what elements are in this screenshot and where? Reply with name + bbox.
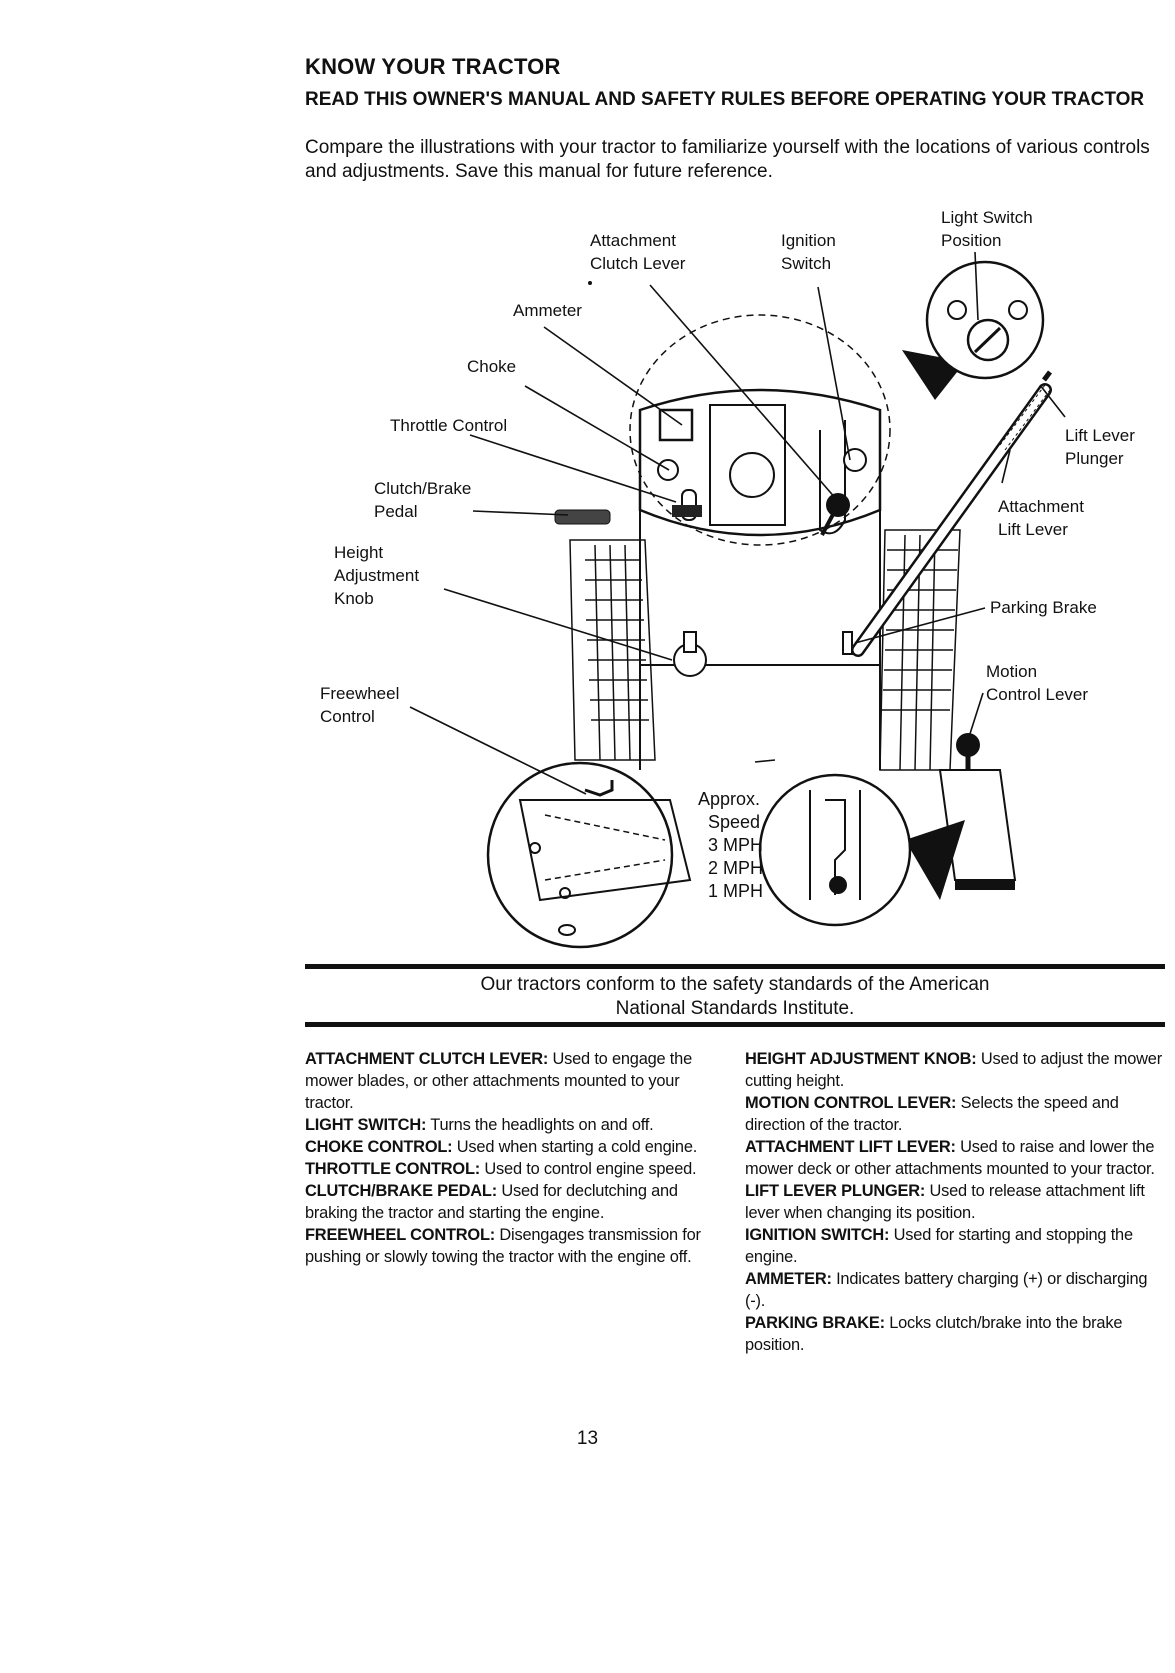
definition-text: Used to engage the mower blades, or othe… xyxy=(305,1050,692,1112)
definition-text: Turns the headlights on and off. xyxy=(426,1116,654,1134)
light-switch-icon xyxy=(966,318,1010,362)
freewheel-rod-icon xyxy=(584,780,614,797)
label-attachment-clutch-lever: Attachment Clutch Lever xyxy=(590,231,686,273)
definition-term: THROTTLE CONTROL: xyxy=(305,1160,481,1178)
clutch-brake-pedal-icon xyxy=(554,509,611,525)
label-lift-lever-plunger: Lift Lever Plunger xyxy=(1065,426,1135,468)
definition-text: Used to control engine speed. xyxy=(480,1160,697,1178)
definition-text: Used when starting a cold engine. xyxy=(452,1138,698,1156)
definition-item: FREEWHEEL CONTROL: Disengages transmissi… xyxy=(305,1224,725,1268)
definition-term: LIGHT SWITCH: xyxy=(305,1116,427,1134)
definition-item: AMMETER: Indicates battery charging (+) … xyxy=(745,1268,1165,1312)
lift-lever-plunger-icon xyxy=(1042,370,1052,382)
definition-item: THROTTLE CONTROL: Used to control engine… xyxy=(305,1158,725,1180)
label-parking-brake: Parking Brake xyxy=(990,598,1097,617)
speed-gate-zoom xyxy=(758,773,912,927)
parking-brake-icon xyxy=(842,631,853,655)
label-choke: Choke xyxy=(467,357,517,376)
definitions-left-column: ATTACHMENT CLUTCH LEVER: Used to engage … xyxy=(305,1048,725,1268)
label-light-switch-position: Light Switch Position xyxy=(941,208,1033,250)
label-clutch-brake-pedal: Clutch/Brake Pedal xyxy=(374,479,472,521)
definition-item: PARKING BRAKE: Locks clutch/brake into t… xyxy=(745,1312,1165,1356)
definition-term: FREEWHEEL CONTROL: xyxy=(305,1226,496,1244)
definition-term: MOTION CONTROL LEVER: xyxy=(745,1094,957,1112)
definition-item: HEIGHT ADJUSTMENT KNOB: Used to adjust t… xyxy=(745,1048,1165,1092)
rule-top xyxy=(305,964,1165,969)
label-ignition-switch: Ignition Switch xyxy=(781,231,836,273)
definitions-right-column: HEIGHT ADJUSTMENT KNOB: Used to adjust t… xyxy=(745,1048,1165,1356)
definition-term: IGNITION SWITCH: xyxy=(745,1226,890,1244)
definition-term: HEIGHT ADJUSTMENT KNOB: xyxy=(745,1050,977,1068)
freewheel-control-zoom xyxy=(486,761,674,949)
definition-text: Disengages transmission for pushing or s… xyxy=(305,1226,701,1266)
definition-text: Used to adjust the mower cutting height. xyxy=(745,1050,1162,1090)
label-freewheel-control: Freewheel Control xyxy=(320,684,400,726)
definition-item: IGNITION SWITCH: Used for starting and s… xyxy=(745,1224,1165,1268)
definition-term: CHOKE CONTROL: xyxy=(305,1138,453,1156)
definition-text: Indicates battery charging (+) or discha… xyxy=(745,1270,1148,1310)
definition-term: ATTACHMENT LIFT LEVER: xyxy=(745,1138,956,1156)
definition-item: CHOKE CONTROL: Used when starting a cold… xyxy=(305,1136,725,1158)
rule-bottom xyxy=(305,1022,1165,1027)
label-attachment-lift-lever: Attachment Lift Lever xyxy=(998,497,1084,539)
definition-text: Used for declutching and braking the tra… xyxy=(305,1182,678,1222)
tractor-diagram xyxy=(409,251,1066,949)
definition-text: Locks clutch/brake into the brake positi… xyxy=(745,1314,1123,1354)
definition-item: MOTION CONTROL LEVER: Selects the speed … xyxy=(745,1092,1165,1136)
definition-text: Used to release attachment lift lever wh… xyxy=(745,1182,1145,1222)
label-ammeter: Ammeter xyxy=(513,301,582,320)
intro-paragraph: Compare the illustrations with your trac… xyxy=(305,137,1150,182)
label-throttle-control: Throttle Control xyxy=(390,416,508,435)
definition-item: LIGHT SWITCH: Turns the headlights on an… xyxy=(305,1114,725,1136)
page-heading: KNOW YOUR TRACTOR xyxy=(305,54,561,79)
ammeter-icon xyxy=(658,408,694,442)
definition-text: Selects the speed and direction of the t… xyxy=(745,1094,1119,1134)
motion-control-lever-knob-icon xyxy=(956,733,980,757)
definition-item: LIFT LEVER PLUNGER: Used to release atta… xyxy=(745,1180,1165,1224)
ansi-notice: Our tractors conform to the safety stand… xyxy=(480,974,990,1019)
definition-term: ATTACHMENT CLUTCH LEVER: xyxy=(305,1050,549,1068)
definition-term: LIFT LEVER PLUNGER: xyxy=(745,1182,926,1200)
fender-grille-left xyxy=(569,539,656,761)
label-height-adjustment-knob: Height Adjustment Knob xyxy=(334,543,420,608)
definition-term: CLUTCH/BRAKE PEDAL: xyxy=(305,1182,497,1200)
definition-item: ATTACHMENT CLUTCH LEVER: Used to engage … xyxy=(305,1048,725,1114)
definition-item: CLUTCH/BRAKE PEDAL: Used for declutching… xyxy=(305,1180,725,1224)
definition-item: ATTACHMENT LIFT LEVER: Used to raise and… xyxy=(745,1136,1165,1180)
definition-term: AMMETER: xyxy=(745,1270,832,1288)
ignition-switch-icon xyxy=(843,448,867,472)
definition-text: Used for starting and stopping the engin… xyxy=(745,1226,1133,1266)
safety-subheading: READ THIS OWNER'S MANUAL AND SAFETY RULE… xyxy=(305,89,1145,110)
definition-text: Used to raise and lower the mower deck o… xyxy=(745,1138,1155,1178)
page-number: 13 xyxy=(576,1428,599,1449)
label-motion-control-lever: Motion Control Lever xyxy=(986,662,1089,704)
definition-term: PARKING BRAKE: xyxy=(745,1314,885,1332)
speed-chart: Approx. Speed 3 MPH 2 MPH 1 MPH xyxy=(698,789,764,901)
